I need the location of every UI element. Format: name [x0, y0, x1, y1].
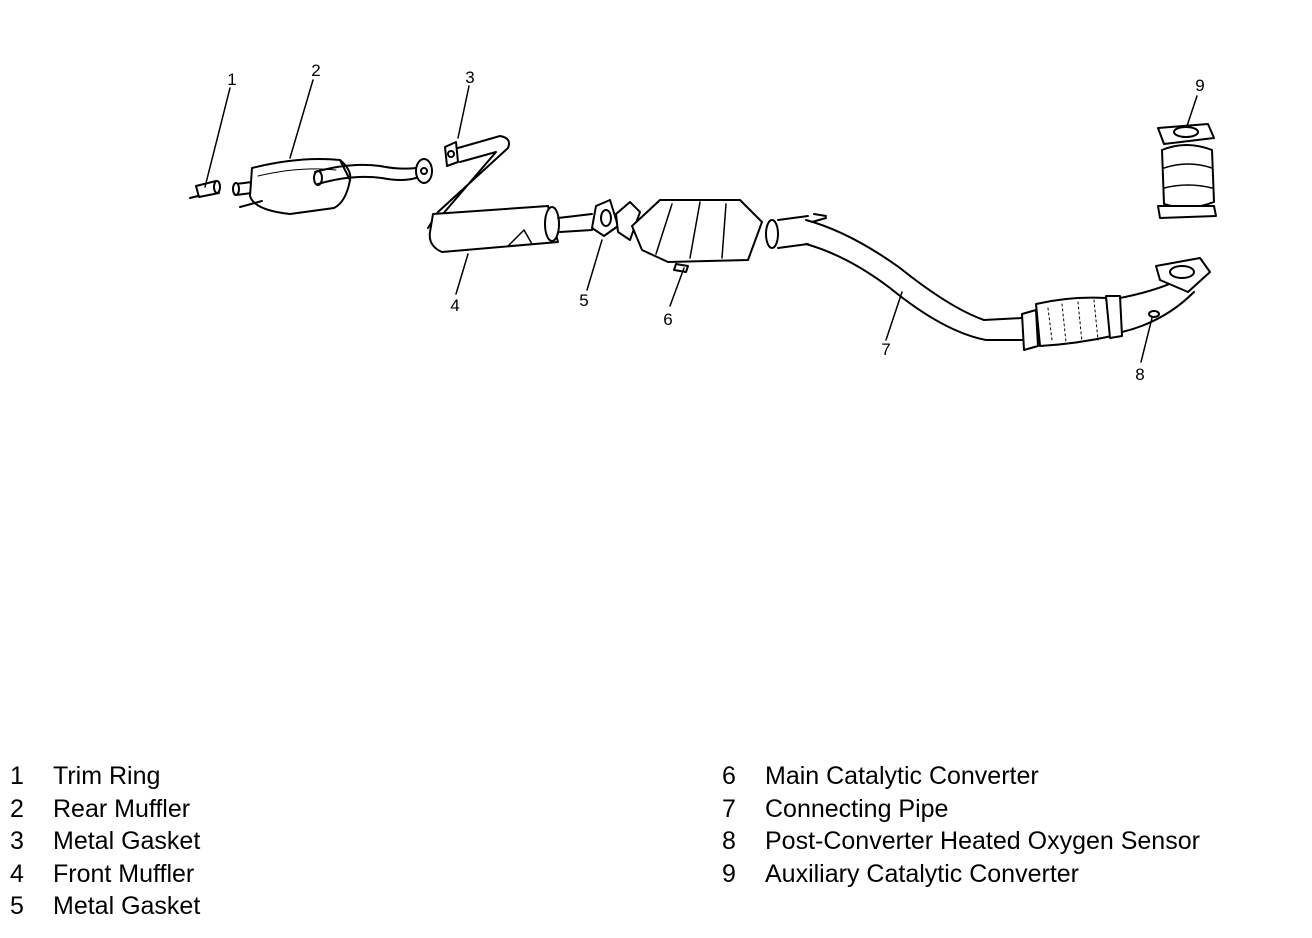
legend-label: Rear Muffler [53, 794, 191, 823]
legend-item: 5 Metal Gasket [10, 890, 200, 923]
legend-number: 7 [722, 794, 736, 823]
legend-item: 2 Rear Muffler [10, 793, 200, 826]
connecting-pipe-part [777, 213, 1023, 341]
legend-item: 3 Metal Gasket [10, 825, 200, 858]
legend-label: Auxiliary Catalytic Converter [765, 859, 1079, 888]
callout-9: 9 [1195, 76, 1204, 95]
legend-item: 9 Auxiliary Catalytic Converter [722, 858, 1200, 891]
legend-number: 1 [10, 762, 24, 790]
metal-gasket-5-part [591, 199, 619, 237]
front-muffler-part [427, 135, 593, 253]
trim-ring-part [189, 180, 221, 199]
callout-5: 5 [579, 291, 588, 310]
main-catalytic-converter-part [615, 199, 779, 273]
legend-number: 6 [722, 762, 736, 790]
legend-item: 1 Trim Ring [10, 760, 200, 793]
callout-labels: 1 2 3 4 5 6 7 8 9 [227, 61, 1204, 384]
rear-muffler-part [232, 158, 433, 215]
leader-lines [204, 79, 1198, 363]
callout-1: 1 [227, 70, 236, 89]
legend-label: Connecting Pipe [765, 794, 949, 823]
legend-number: 9 [722, 859, 736, 888]
legend-item: 4 Front Muffler [10, 858, 200, 891]
auxiliary-catalytic-converter-part [1157, 123, 1217, 219]
legend-number: 3 [10, 827, 24, 855]
legend-number: 4 [10, 859, 24, 888]
metal-gasket-3-part [444, 141, 459, 167]
callout-8: 8 [1135, 365, 1144, 384]
callout-7: 7 [881, 340, 890, 359]
legend-number: 5 [10, 892, 24, 920]
legend-label: Main Catalytic Converter [765, 762, 1039, 790]
legend-label: Post-Converter Heated Oxygen Sensor [765, 827, 1200, 855]
legend-label: Metal Gasket [53, 827, 201, 855]
legend-label: Trim Ring [53, 762, 161, 790]
legend-column-right: 6 Main Catalytic Converter 7 Connecting … [722, 760, 1200, 890]
legend-label: Front Muffler [53, 859, 195, 888]
callout-2: 2 [311, 61, 320, 80]
legend-number: 8 [722, 827, 736, 855]
exhaust-system-diagram: 1 2 3 4 5 6 7 8 9 [189, 61, 1217, 384]
callout-3: 3 [465, 68, 474, 87]
legend-number: 2 [10, 794, 24, 823]
flex-pipe-oxygen-sensor-part [1021, 257, 1211, 351]
legend-item: 8 Post-Converter Heated Oxygen Sensor [722, 825, 1200, 858]
callout-6: 6 [663, 310, 672, 329]
legend-item: 6 Main Catalytic Converter [722, 760, 1200, 793]
legend-item: 7 Connecting Pipe [722, 793, 1200, 826]
legend-column-left: 1 Trim Ring 2 Rear Muffler 3 Metal Gaske… [10, 760, 200, 923]
callout-4: 4 [450, 296, 459, 315]
legend-label: Metal Gasket [53, 892, 201, 920]
